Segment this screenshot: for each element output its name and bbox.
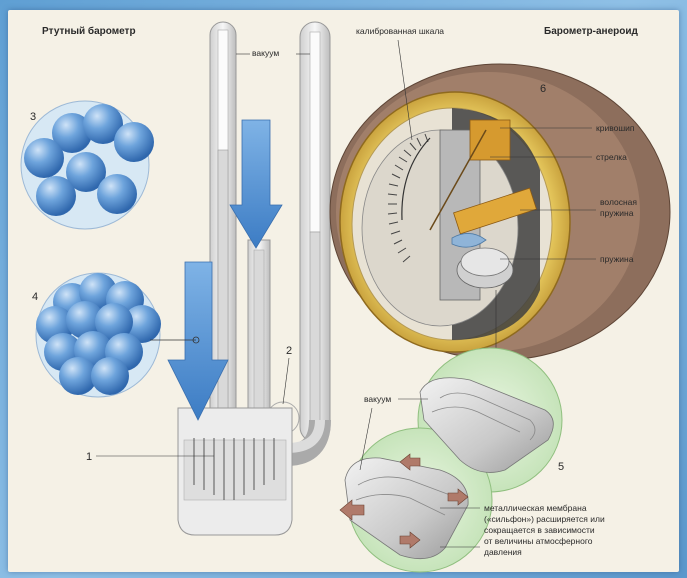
- membrane-text-line5: давления: [484, 547, 522, 557]
- membrane-text-line4: от величины атмосферного: [484, 536, 593, 546]
- membrane-text-line3: сокращается в зависимости: [484, 525, 595, 535]
- air-molecules-dense: [36, 273, 199, 397]
- air-molecules-sparse: [21, 101, 154, 229]
- aneroid-barometer-title: Барометр-анероид: [544, 26, 639, 37]
- membrane-text-line1: металлическая мембрана: [484, 503, 587, 513]
- arrow-pointer-label: стрелка: [596, 152, 627, 162]
- crank-label: кривошип: [596, 123, 635, 133]
- hair-spring-label-line2: пружина: [600, 208, 634, 218]
- vacuum-label-bottom: вакуум: [364, 394, 391, 404]
- mercury-barometer-title: Ртутный барометр: [42, 25, 136, 37]
- label-number-4: 4: [32, 291, 38, 303]
- label-number-6: 6: [540, 83, 546, 95]
- hair-spring-label-line1: волосная: [600, 197, 637, 207]
- pressure-arrow-1: [230, 120, 282, 248]
- calibrated-scale-label: калиброванная шкала: [356, 26, 444, 36]
- label-number-1: 1: [86, 451, 92, 463]
- membrane-text-line2: («сильфон») расширяется или: [484, 514, 605, 524]
- label-number-3: 3: [30, 111, 36, 123]
- vacuum-label-top: вакуум: [252, 48, 279, 58]
- spring-label: пружина: [600, 254, 634, 264]
- label-number-5: 5: [558, 461, 564, 473]
- label-number-2: 2: [286, 345, 292, 357]
